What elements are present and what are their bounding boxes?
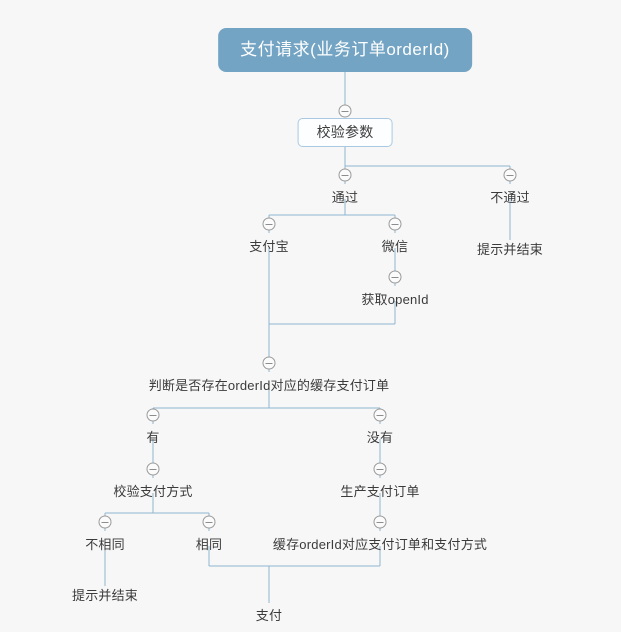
node-create-order-label: 生产支付订单 <box>340 484 420 499</box>
node-root[interactable]: 支付请求(业务订单orderId) <box>218 28 472 72</box>
node-cache-order[interactable]: 缓存orderId对应支付订单和支付方式 <box>273 537 487 553</box>
node-same-label: 相同 <box>195 537 223 552</box>
node-openid-label: 获取openId <box>361 292 429 307</box>
node-validate-label: 校验参数 <box>297 118 393 147</box>
edge-validate-branch <box>344 147 511 184</box>
collapse-toggle-none[interactable] <box>373 408 387 422</box>
collapse-toggle-has[interactable] <box>146 408 160 422</box>
node-fail-end-label: 提示并结束 <box>476 242 544 257</box>
node-none-label: 没有 <box>366 430 394 445</box>
collapse-toggle-wechat[interactable] <box>388 217 402 231</box>
node-differ-label: 不相同 <box>85 537 125 552</box>
collapse-toggle-cache-order[interactable] <box>373 515 387 529</box>
collapse-toggle-differ[interactable] <box>98 515 112 529</box>
node-has-label: 有 <box>146 430 160 445</box>
collapse-toggle-check-cache[interactable] <box>262 356 276 370</box>
edge-merge-to-pay <box>208 546 381 603</box>
node-check-cache[interactable]: 判断是否存在orderId对应的缓存支付订单 <box>149 378 390 394</box>
node-root-label: 支付请求(业务订单orderId) <box>218 28 472 72</box>
node-pay-label: 支付 <box>255 608 283 623</box>
node-check-cache-label: 判断是否存在orderId对应的缓存支付订单 <box>148 378 390 393</box>
collapse-toggle-validate[interactable] <box>338 104 352 118</box>
node-check-pay-label: 校验支付方式 <box>113 484 193 499</box>
node-fail[interactable]: 不通过 <box>490 190 530 206</box>
node-differ-end-label: 提示并结束 <box>71 588 139 603</box>
node-fail-label: 不通过 <box>490 190 530 205</box>
collapse-toggle-openid[interactable] <box>388 270 402 284</box>
node-differ[interactable]: 不相同 <box>85 537 125 553</box>
node-check-pay[interactable]: 校验支付方式 <box>113 484 192 500</box>
collapse-toggle-pass[interactable] <box>338 168 352 182</box>
node-alipay-label: 支付宝 <box>249 239 289 254</box>
collapse-toggle-fail[interactable] <box>503 168 517 182</box>
node-validate[interactable]: 校验参数 <box>297 118 393 147</box>
node-pass-label: 通过 <box>331 190 359 205</box>
collapse-toggle-check-pay[interactable] <box>146 462 160 476</box>
node-same[interactable]: 相同 <box>196 537 222 553</box>
edge-merge-to-checkcache <box>268 248 396 372</box>
node-openid[interactable]: 获取openId <box>361 292 428 308</box>
node-wechat[interactable]: 微信 <box>382 239 408 255</box>
collapse-toggle-create-order[interactable] <box>373 462 387 476</box>
node-create-order[interactable]: 生产支付订单 <box>340 484 419 500</box>
node-none[interactable]: 没有 <box>367 430 393 446</box>
node-pass[interactable]: 通过 <box>332 190 358 206</box>
node-wechat-label: 微信 <box>381 239 409 254</box>
node-fail-end[interactable]: 提示并结束 <box>477 242 543 258</box>
node-alipay[interactable]: 支付宝 <box>249 239 289 255</box>
node-has[interactable]: 有 <box>146 430 159 446</box>
node-differ-end[interactable]: 提示并结束 <box>72 588 138 604</box>
collapse-toggle-same[interactable] <box>202 515 216 529</box>
collapse-toggle-alipay[interactable] <box>262 217 276 231</box>
node-pay[interactable]: 支付 <box>256 608 282 624</box>
node-cache-order-label: 缓存orderId对应支付订单和支付方式 <box>272 537 488 552</box>
